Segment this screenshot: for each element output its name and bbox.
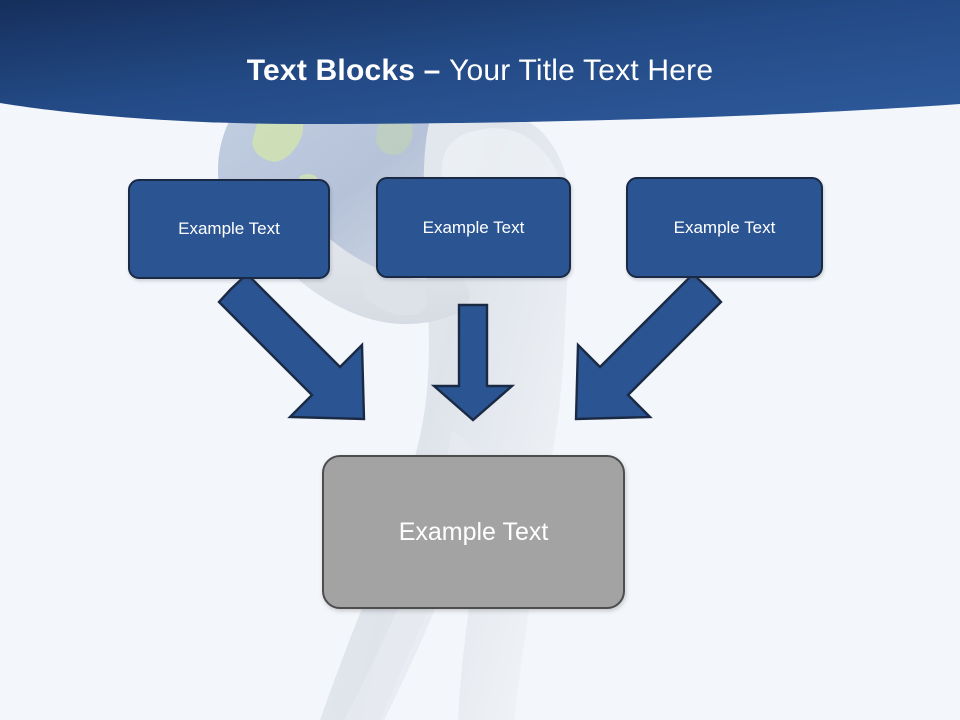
page-title: Text Blocks – Your Title Text Here <box>0 52 960 90</box>
arrow-diagonal-left-icon <box>217 272 366 421</box>
text-block-1-label: Example Text <box>178 219 280 238</box>
arrow-vertical-center-icon <box>430 303 516 422</box>
result-block[interactable]: Example Text <box>322 455 625 609</box>
page-title-bold: Text Blocks – <box>246 54 450 87</box>
text-block-2-label: Example Text <box>422 217 525 237</box>
text-block-2[interactable]: Example Text <box>376 177 571 278</box>
text-block-3-label: Example Text <box>673 217 776 237</box>
arrow-diagonal-right-icon <box>574 272 723 421</box>
result-block-label: Example Text <box>398 517 549 546</box>
page-title-light: Your Title Text Here <box>449 54 714 87</box>
text-block-1[interactable]: Example Text <box>128 179 330 279</box>
text-block-3[interactable]: Example Text <box>626 177 823 278</box>
